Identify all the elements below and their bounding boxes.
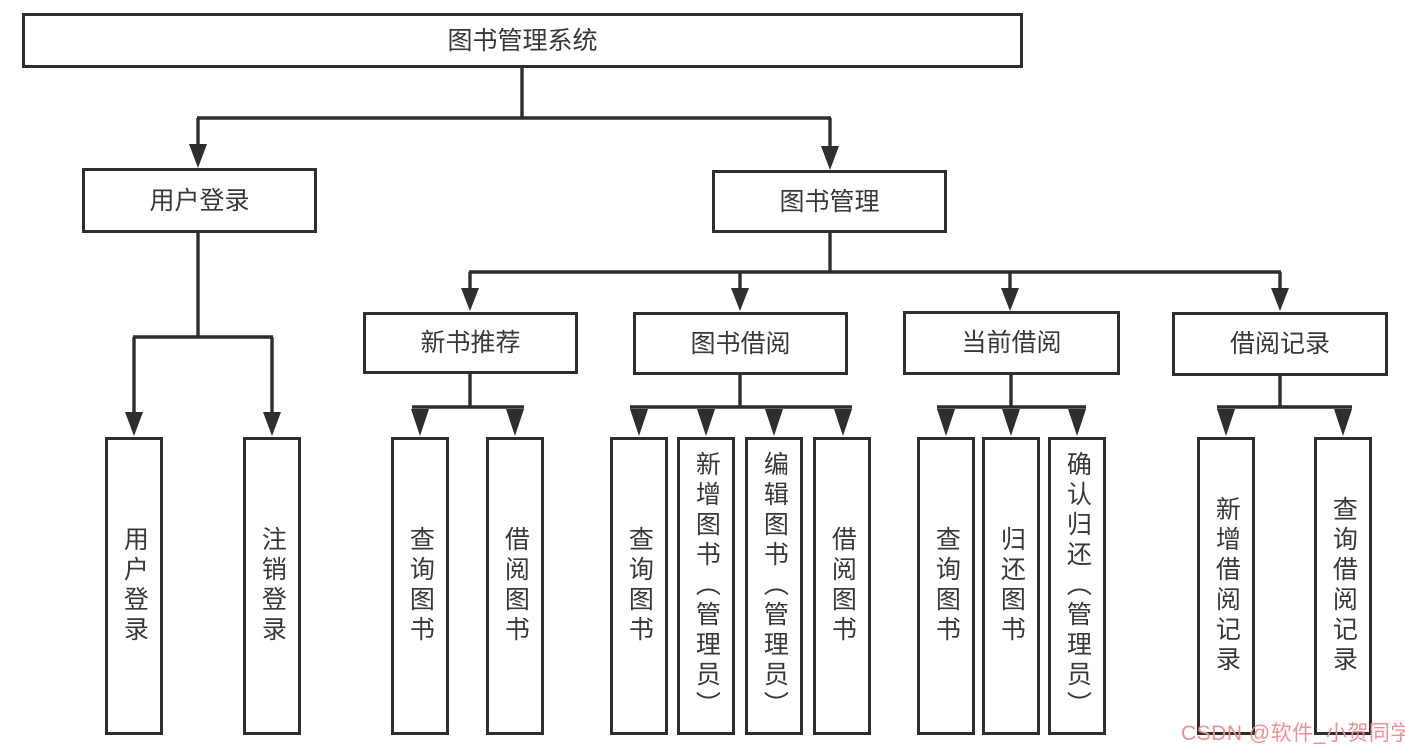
- node-label: 查询图书: [406, 526, 435, 646]
- leaf-add-book-admin: 新增图书（管理员）: [677, 437, 735, 735]
- node-label: 新书推荐: [420, 329, 521, 357]
- leaf-confirm-return-admin: 确认归还（管理员）: [1048, 437, 1106, 735]
- leaf-add-borrow-record: 新增借阅记录: [1197, 437, 1255, 735]
- connector-new-book-children: [411, 374, 524, 436]
- node-label: 用户登录: [149, 186, 250, 215]
- node-current-borrowing: 当前借阅: [903, 311, 1120, 375]
- node-label: 归还图书: [997, 526, 1026, 646]
- leaf-query-books-recommendation: 查询图书: [391, 437, 449, 735]
- node-label: 图书管理系统: [447, 26, 598, 55]
- node-label: 编辑图书（管理员）: [760, 451, 789, 721]
- node-book-management: 图书管理: [712, 170, 947, 233]
- connector-root-children: [189, 68, 839, 170]
- node-label: 新增图书（管理员）: [692, 451, 721, 721]
- node-label: 图书借阅: [690, 329, 791, 358]
- csdn-watermark: CSDN @软件_小贺同学: [1181, 722, 1405, 745]
- leaf-query-books-current: 查询图书: [917, 437, 975, 735]
- node-label: 当前借阅: [961, 329, 1062, 357]
- node-label: 查询图书: [932, 526, 961, 646]
- node-label: 用户登录: [120, 526, 149, 646]
- node-label: 借阅记录: [1229, 330, 1330, 358]
- connector-current-borrow-children: [937, 375, 1086, 436]
- leaf-borrow-books-recommendation: 借阅图书: [486, 437, 544, 735]
- node-book-borrowing: 图书借阅: [633, 312, 848, 375]
- leaf-edit-book-admin: 编辑图书（管理员）: [745, 437, 803, 735]
- node-new-book-recommendation: 新书推荐: [363, 312, 578, 374]
- leaf-borrow-books-borrowing: 借阅图书: [813, 437, 871, 735]
- leaf-return-book: 归还图书: [982, 437, 1040, 735]
- node-borrowing-records: 借阅记录: [1172, 312, 1388, 376]
- connector-book-mgmt-children: [461, 233, 1289, 311]
- node-label: 注销登录: [258, 526, 287, 646]
- connector-book-borrow-children: [630, 375, 852, 436]
- connector-borrow-record-children: [1217, 376, 1352, 436]
- node-label: 查询图书: [625, 526, 654, 646]
- node-library-management-system: 图书管理系统: [22, 13, 1023, 68]
- node-label: 图书管理: [779, 187, 880, 216]
- connector-user-login-children: [125, 233, 281, 436]
- leaf-logout: 注销登录: [243, 437, 301, 735]
- leaf-query-borrow-record: 查询借阅记录: [1314, 437, 1372, 735]
- node-label: 查询借阅记录: [1329, 496, 1358, 676]
- node-label: 新增借阅记录: [1212, 496, 1241, 676]
- node-user-login: 用户登录: [82, 168, 317, 233]
- node-label: 借阅图书: [501, 526, 530, 646]
- node-label: 确认归还（管理员）: [1063, 451, 1092, 721]
- leaf-user-login: 用户登录: [105, 437, 163, 735]
- leaf-query-books-borrowing: 查询图书: [610, 437, 668, 735]
- node-label: 借阅图书: [828, 526, 857, 646]
